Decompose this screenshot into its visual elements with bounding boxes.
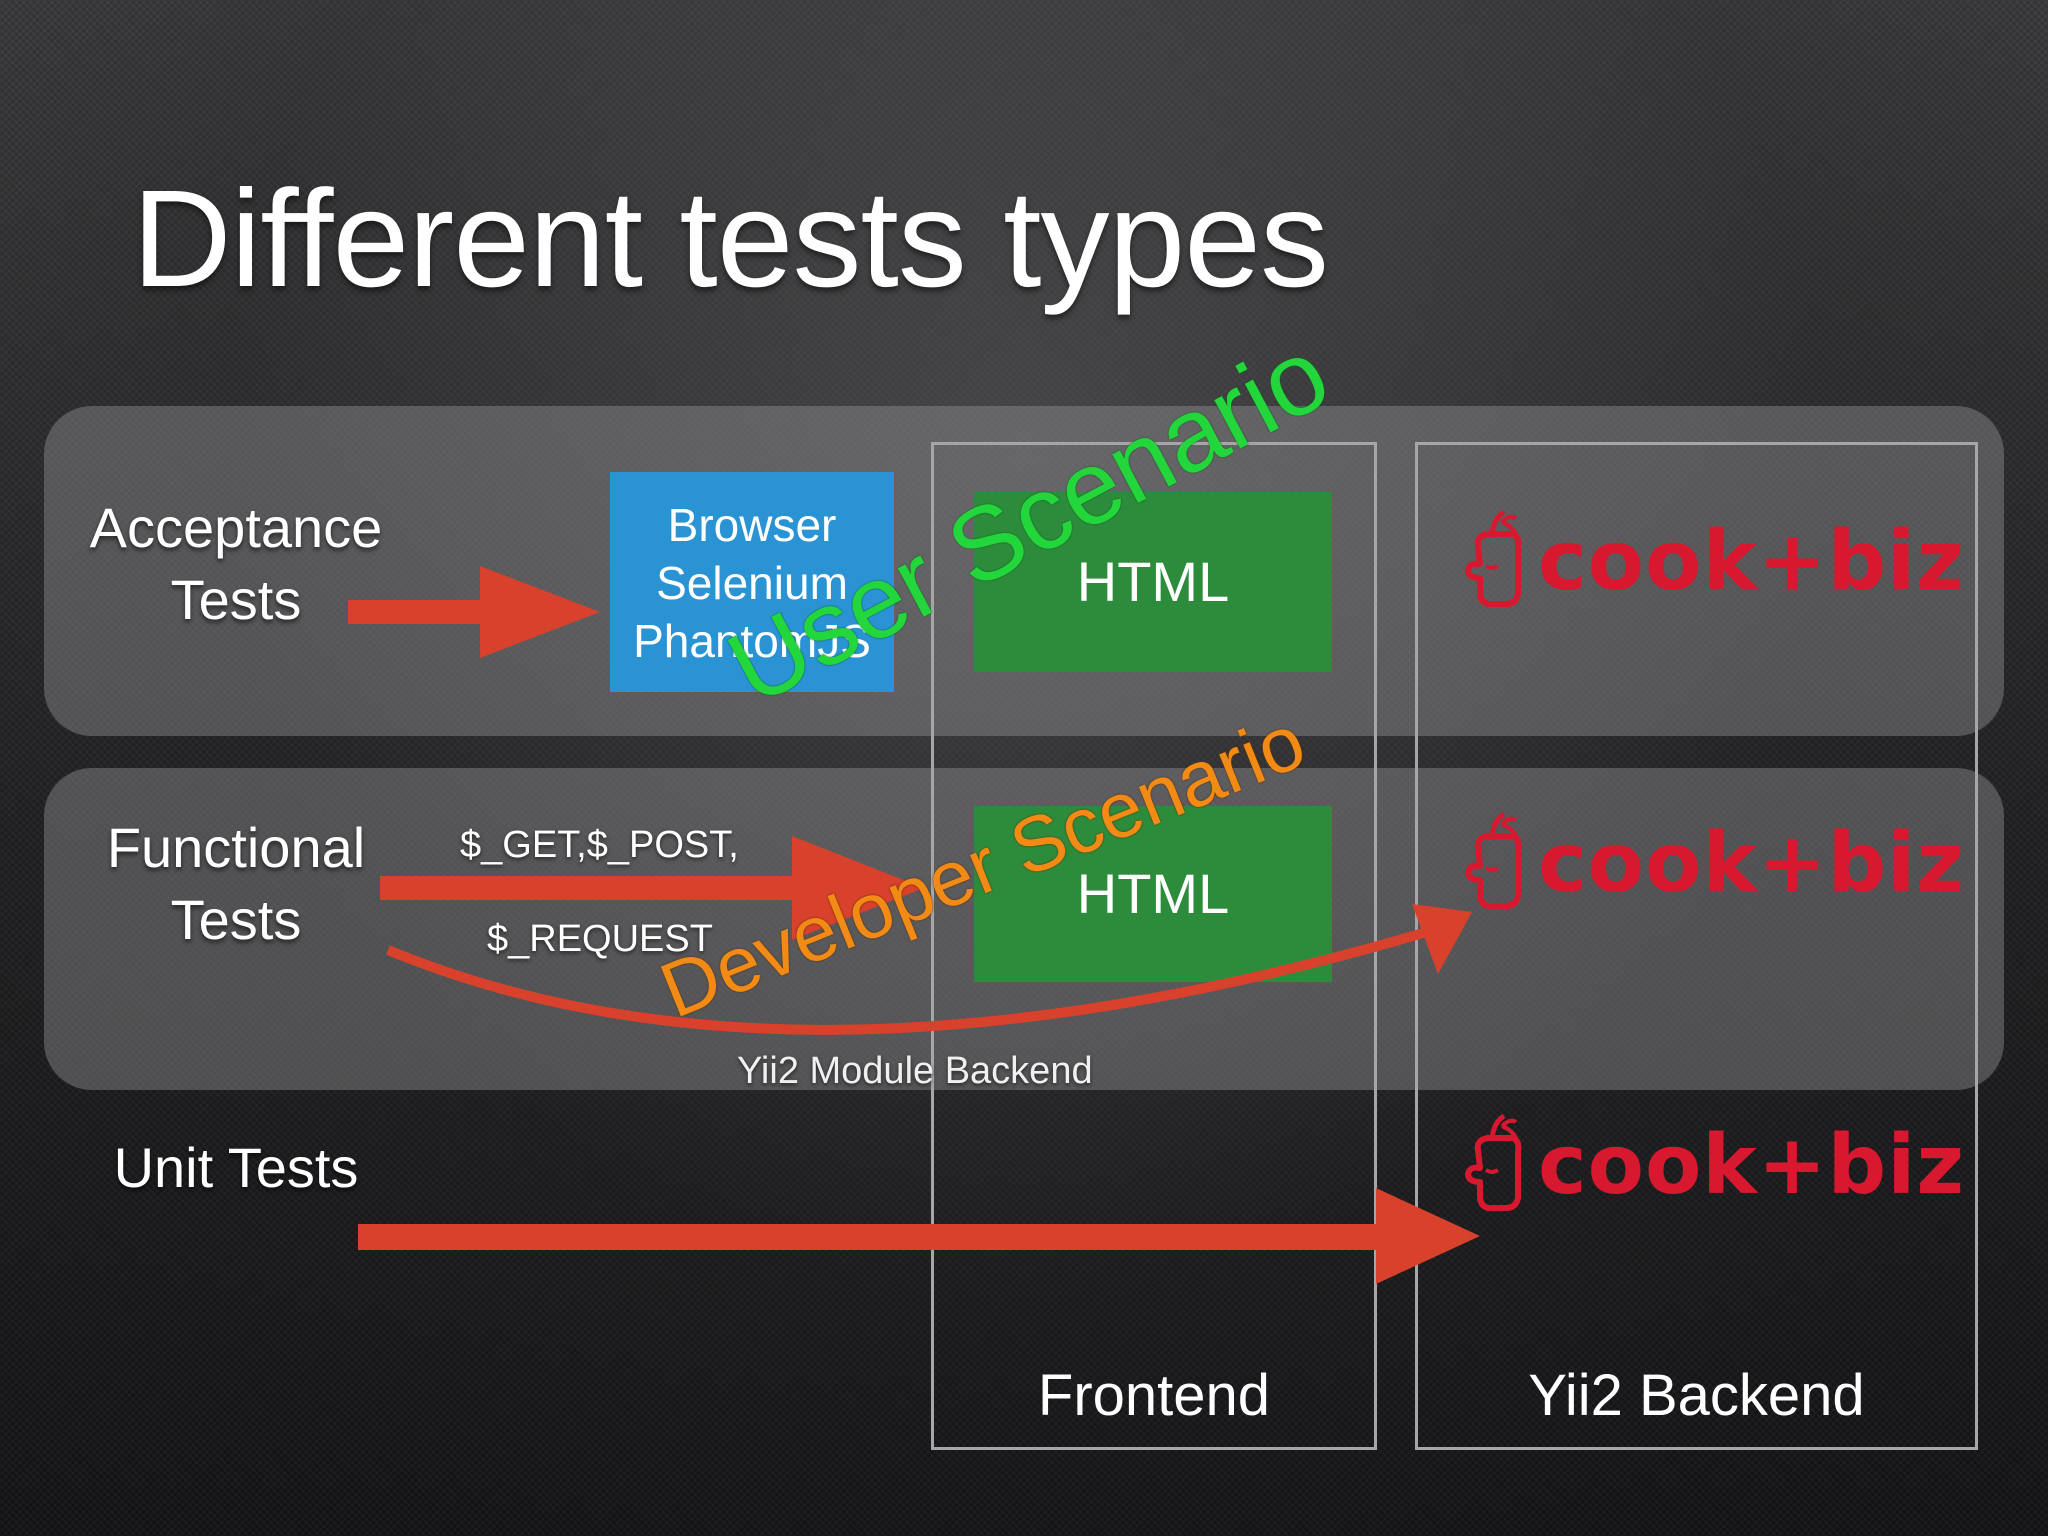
backend-column-label: Yii2 Backend bbox=[1528, 1363, 1865, 1428]
functional-input-line1: $_GET,$_POST, bbox=[460, 824, 739, 866]
cookbiz-logo-functional: cook+biz bbox=[1458, 810, 1964, 920]
unit-tests-label: Unit Tests bbox=[76, 1132, 396, 1204]
chef-face-icon bbox=[1465, 1113, 1522, 1211]
functional-arrow bbox=[380, 836, 924, 940]
html-box-functional: HTML bbox=[974, 806, 1332, 982]
acceptance-label-line2: Tests bbox=[170, 568, 302, 631]
acceptance-tests-label: Acceptance Tests bbox=[76, 492, 396, 636]
chef-face-icon bbox=[1465, 509, 1522, 607]
module-backend-curve-arrow bbox=[386, 923, 1442, 1035]
functional-tests-label: Functional Tests bbox=[76, 812, 396, 956]
functional-label-line2: Tests bbox=[170, 888, 302, 951]
html-box-acceptance: HTML bbox=[974, 492, 1332, 672]
functional-input-line2: $_REQUEST bbox=[487, 918, 713, 960]
unit-label-line1: Unit Tests bbox=[113, 1136, 359, 1199]
cookbiz-logo-acceptance: cook+biz bbox=[1458, 508, 1964, 618]
cookbiz-logo-text: cook+biz bbox=[1538, 514, 1966, 609]
browser-box-line2: Selenium bbox=[656, 557, 848, 609]
browser-box-line1: Browser bbox=[667, 499, 837, 551]
module-backend-label: Yii2 Module Backend bbox=[737, 1050, 1093, 1092]
backend-column-frame bbox=[1415, 442, 1978, 1450]
acceptance-arrow bbox=[348, 566, 600, 658]
cookbiz-logo-text: cook+biz bbox=[1538, 1118, 1966, 1213]
cookbiz-logo-unit: cook+biz bbox=[1458, 1112, 1964, 1222]
cookbiz-logo-text: cook+biz bbox=[1538, 816, 1966, 911]
unit-arrow bbox=[358, 1188, 1480, 1284]
slide-title: Different tests types bbox=[132, 162, 1329, 316]
browser-box: Browser Selenium PhantomJS bbox=[610, 472, 894, 692]
module-backend-curve-arrowhead bbox=[1412, 904, 1472, 974]
browser-box-line3: PhantomJS bbox=[633, 615, 871, 667]
functional-label-line1: Functional bbox=[106, 816, 366, 879]
chef-face-icon bbox=[1465, 811, 1522, 909]
frontend-column-label: Frontend bbox=[1037, 1363, 1271, 1428]
acceptance-label-line1: Acceptance bbox=[89, 496, 383, 559]
